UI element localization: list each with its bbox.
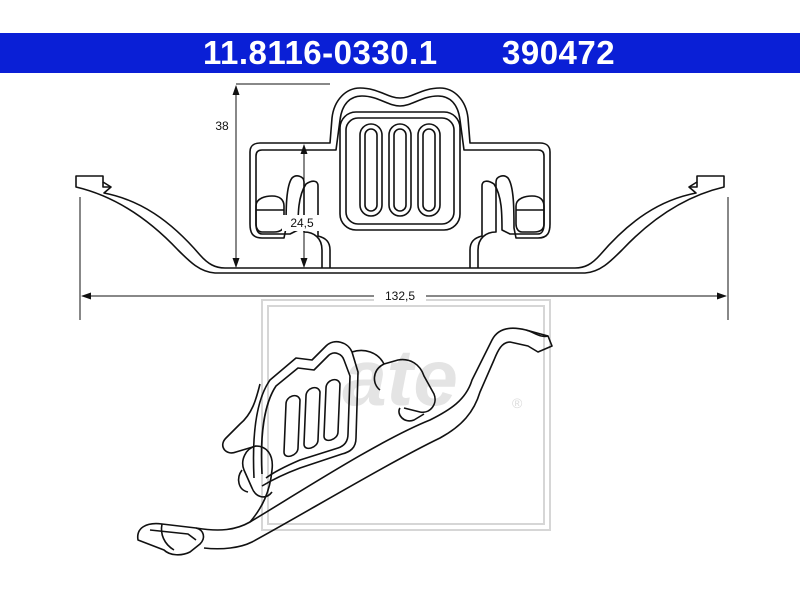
title-bar: 11.8116-0330.1 390472 [0,33,800,73]
inner-height-label-bg [282,215,322,231]
article-number: 390472 [502,34,616,71]
watermark-logo: ate [342,333,458,422]
ate-watermark: ate ® [261,299,551,531]
total-height-label: 38 [215,119,229,133]
part-number: 11.8116-0330.1 [203,34,438,71]
width-label-bg [374,288,426,304]
dimension-lines [79,83,729,320]
spring-front-view [75,87,725,274]
watermark-registered-mark: ® [512,395,523,411]
inner-height-label: 24,5 [290,216,314,230]
spring-isometric-view [137,327,553,556]
width-label: 132,5 [385,289,415,303]
